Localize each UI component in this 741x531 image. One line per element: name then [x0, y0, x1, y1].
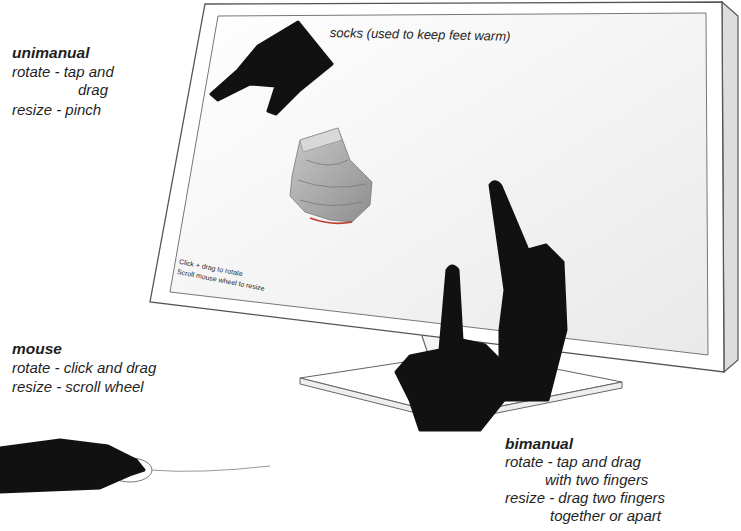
instruction-text: rotate - click and drag [12, 359, 212, 377]
mouse-hand [0, 440, 270, 492]
instruction-text: resize - pinch [12, 101, 172, 119]
instruction-text: resize - scroll wheel [12, 378, 212, 396]
monitor-bezel [150, 2, 724, 372]
monitor-screen [170, 13, 708, 355]
instruction-text: resize - drag two fingers together or ap… [505, 489, 681, 525]
instruction-text: rotate - tap and drag with two fingers [505, 453, 665, 489]
section-heading: bimanual [505, 435, 685, 453]
sock-picture [290, 128, 372, 223]
section-heading: unimanual [12, 44, 152, 62]
section-heading: mouse [12, 340, 172, 358]
pointing-hand [396, 266, 504, 430]
screen-text: socks (used to keep feet warm) [330, 24, 511, 46]
monitor-side [722, 2, 738, 372]
pinching-hand [211, 22, 332, 114]
instruction-text: rotate - tap and drag [12, 63, 134, 99]
